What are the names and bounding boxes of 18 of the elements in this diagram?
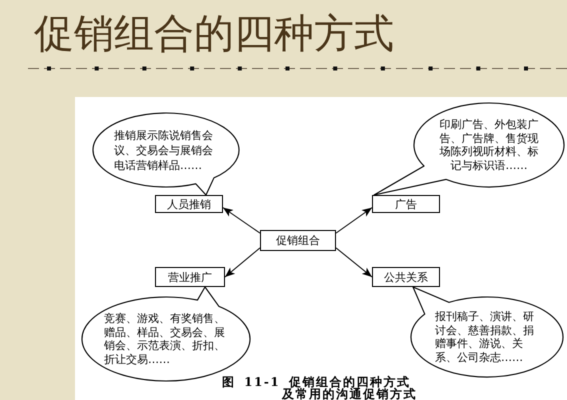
label-box: 促销组合: [260, 230, 336, 251]
arrow: [336, 207, 372, 234]
speech-bubble: [373, 102, 565, 196]
label-box: 公共关系: [372, 267, 440, 287]
bubble-text: 竞赛、游戏、有奖销售、赠品、样品、交易会、展销会、示范表演、折扣、折让交易……: [104, 312, 226, 366]
label-box: 广告: [372, 195, 440, 213]
arrow: [336, 247, 372, 278]
bubble-text: 印刷广告、外包装广告、广告牌、售货现场陈列视听材料、标记与标识语……: [438, 118, 540, 172]
label-box: 人员推销: [155, 195, 223, 213]
label-box: 营业推广: [155, 267, 225, 287]
bubble-text: 报刊稿子、演讲、研讨会、慈善捐款、捐赠事件、游说、关系、公司杂志……: [435, 310, 535, 364]
speech-bubble: [92, 112, 240, 196]
speech-bubble: [410, 286, 564, 378]
figure-caption: 图 11-1 促销组合的四种方式及常用的沟通促销方式: [222, 376, 418, 400]
slide-title: 促销组合的四种方式: [34, 12, 394, 56]
arrow: [224, 247, 260, 278]
arrow: [222, 207, 260, 234]
bubble-text: 推销展示陈说销售会议、交易会与展销会电话营销样品……: [114, 128, 214, 172]
